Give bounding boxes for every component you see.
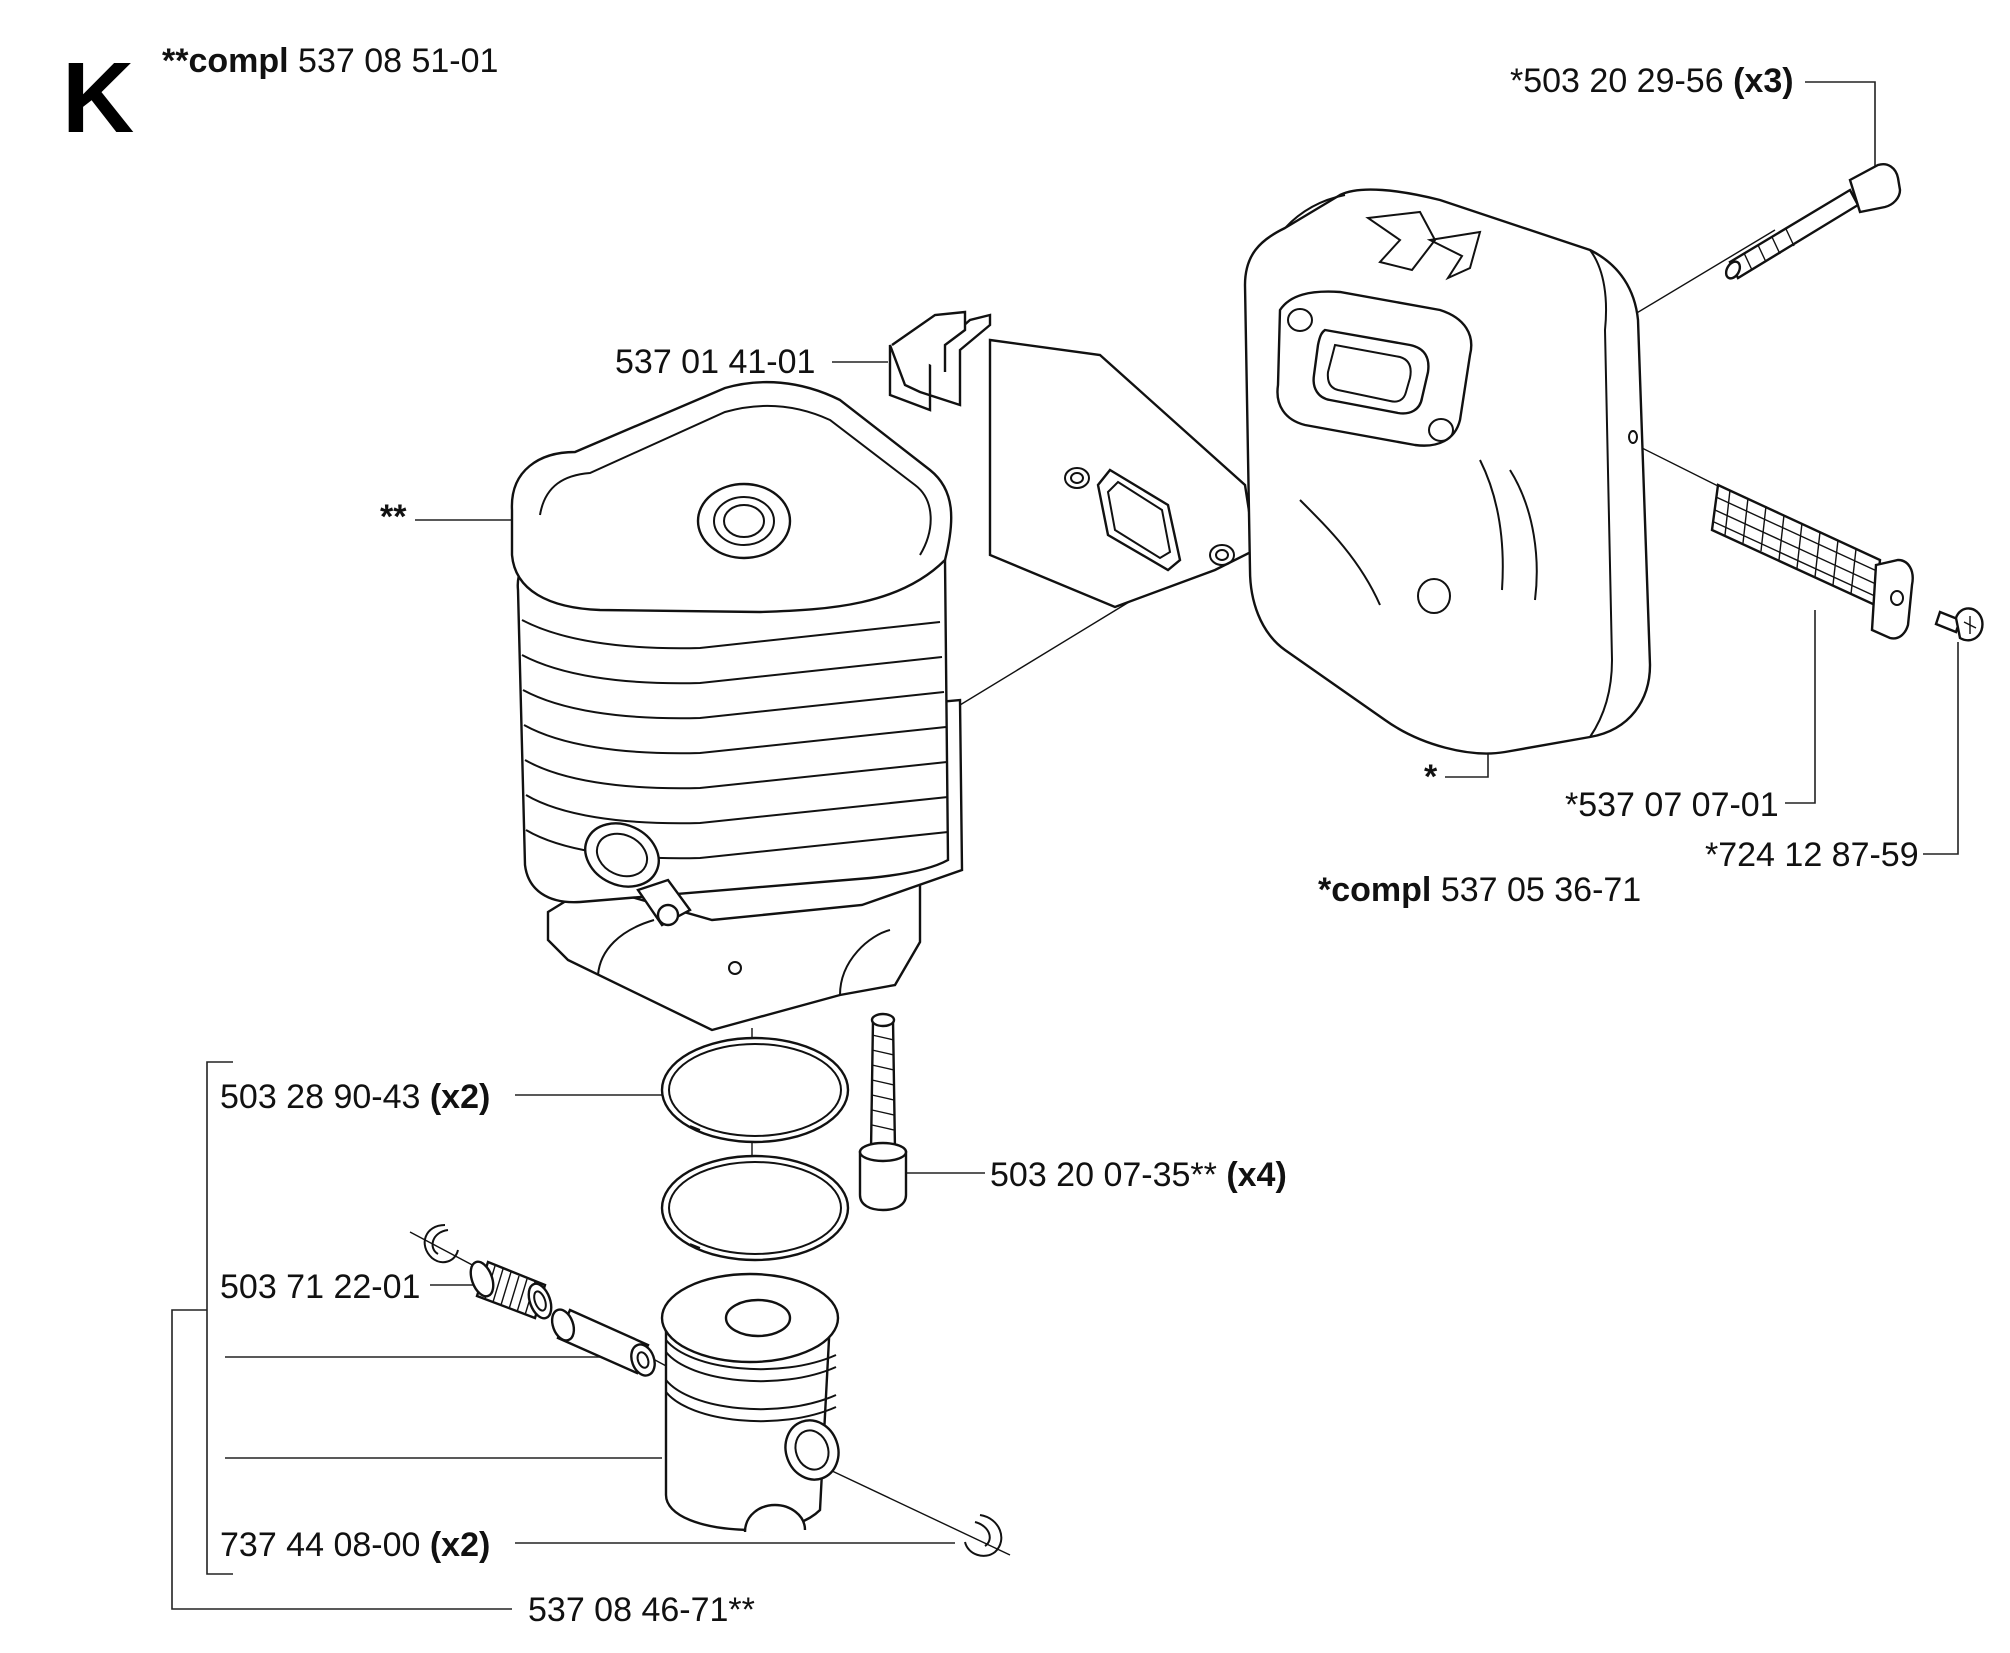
- muffler-screw-label: *503 20 29-56 (x3): [1510, 64, 1794, 98]
- muffler-compl-part: 537 05 36-71: [1440, 871, 1642, 909]
- screen-screw-label: *724 12 87-59: [1705, 836, 1919, 874]
- piston-kit-label: 537 08 46-71**: [528, 1591, 755, 1629]
- cylinder-bolt-qty: (x4): [1226, 1156, 1287, 1194]
- bolt-part: [858, 1012, 908, 1212]
- muffler-screw-qty: (x3): [1733, 62, 1794, 100]
- cylinder-bolt-part-number: 503 20 07-35**: [990, 1156, 1217, 1194]
- cylinder-compl-part: 537 08 51-01: [298, 42, 499, 80]
- spark-screen-label: *537 07 07-01: [1565, 786, 1779, 824]
- cylinder-bolt-label: 503 20 07-35** (x4): [990, 1158, 1287, 1192]
- muffler-marker-label: *: [1424, 758, 1438, 796]
- piston-ring-label: 503 28 90-43 (x2): [220, 1080, 490, 1114]
- circlip-part-number: 737 44 08-00: [220, 1526, 421, 1564]
- piston-part: [660, 1272, 840, 1533]
- leader-lines: [171, 81, 1959, 1610]
- cylinder-compl-prefix: **compl: [162, 42, 289, 80]
- circlip-label: 737 44 08-00 (x2): [220, 1528, 490, 1562]
- spark-screen-part: [1710, 483, 1914, 640]
- screen-screw-part: [1934, 607, 1984, 642]
- piston-ring-qty: (x2): [429, 1078, 491, 1116]
- muffler-compl-label: *compl 537 05 36-71: [1318, 873, 1641, 907]
- heat-shield-label: 537 01 41-01: [615, 343, 816, 381]
- piston-ring-part-number: 503 28 90-43: [220, 1078, 421, 1116]
- muffler-part: [1243, 188, 1652, 755]
- needle-bearing-label: 503 71 22-01: [220, 1268, 421, 1306]
- cylinder-part: [510, 380, 964, 1032]
- needle-bearing-part: [469, 1260, 553, 1320]
- muffler-compl-prefix: *compl: [1318, 871, 1432, 909]
- muffler-screw-part: *503 20 29-56: [1510, 62, 1724, 100]
- circlip-qty: (x2): [429, 1526, 491, 1564]
- screw-part: [1724, 163, 1902, 280]
- piston-ring-part: [660, 1036, 850, 1262]
- heat-shield-part: [888, 310, 1257, 609]
- section-letter: K: [62, 42, 135, 154]
- cylinder-marker-label: **: [380, 498, 407, 536]
- piston-pin-part: [550, 1308, 656, 1377]
- cylinder-compl-label: **compl 537 08 51-01: [162, 44, 498, 78]
- circlip-part: [423, 1224, 1003, 1557]
